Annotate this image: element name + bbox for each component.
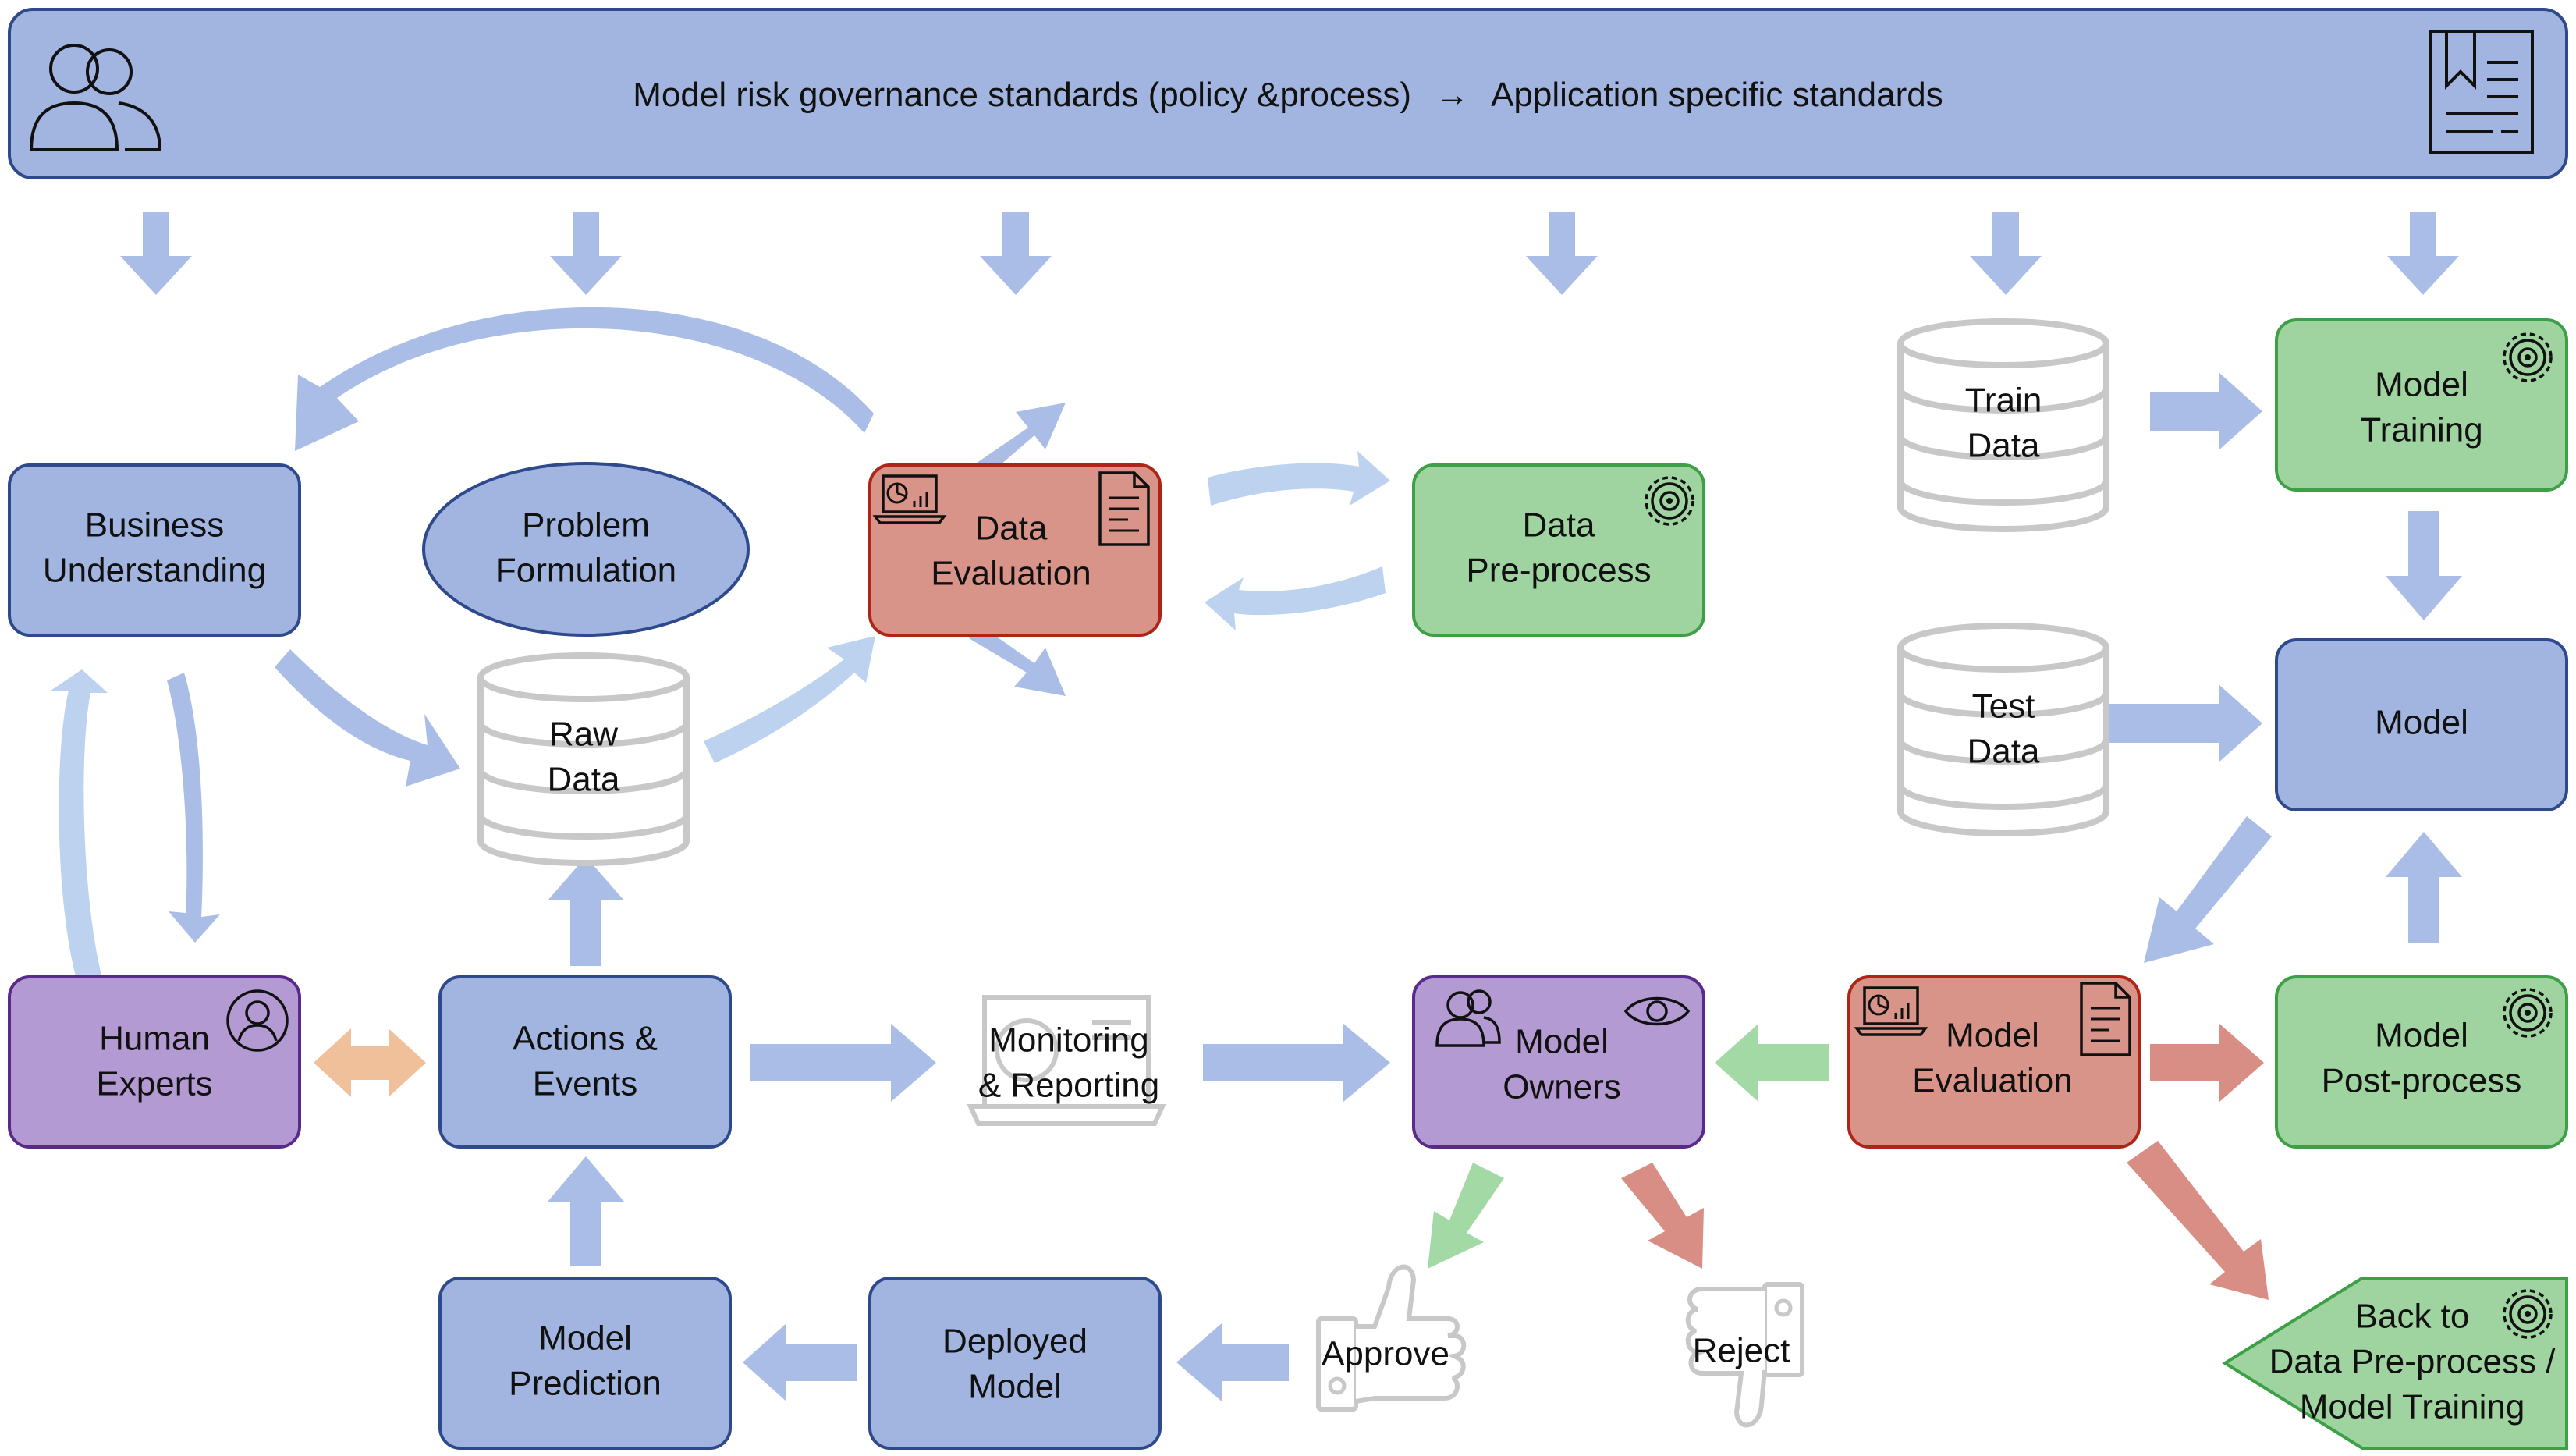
arrow-evaluation-to-postprocess <box>2150 1024 2264 1102</box>
svg-text:Data: Data <box>975 510 1048 548</box>
curve-arrow-rawdata-to-dataeval <box>704 636 875 763</box>
svg-text:Model: Model <box>2375 1017 2468 1055</box>
svg-text:Data: Data <box>1967 733 2040 771</box>
arrow-prediction-to-actions <box>548 1156 624 1266</box>
governance-banner: Model risk governance standards (policy … <box>8 8 2568 179</box>
curve-arrow-dataeval-to-preprocess <box>1208 451 1390 506</box>
model-node: Model <box>2275 638 2568 811</box>
arrow-actions-to-rawdata <box>548 857 624 966</box>
svg-text:Training: Training <box>2360 411 2482 449</box>
monitoring-reporting-node: Monitoring & Reporting <box>967 995 1166 1126</box>
model-prediction-node: Model Prediction <box>438 1277 732 1450</box>
svg-text:Deployed: Deployed <box>942 1323 1088 1361</box>
arrow-evaluation-to-backto <box>2127 1141 2269 1300</box>
svg-text:Monitoring: Monitoring <box>988 1021 1148 1060</box>
actions-events-node: Actions & Events <box>438 975 732 1149</box>
banner-text: Model risk governance standards (policy … <box>633 76 1943 114</box>
arrow-model-to-evaluation <box>2144 816 2272 963</box>
arrow-approve-to-deployed <box>1176 1323 1289 1401</box>
people-icon <box>29 44 162 151</box>
problem-formulation-node: Problem Formulation <box>422 462 750 637</box>
thumbs-up-icon <box>1316 1264 1467 1412</box>
svg-text:Understanding: Understanding <box>43 552 266 590</box>
svg-text:Pre-process: Pre-process <box>1466 552 1651 590</box>
data-evaluation-node: Data Evaluation <box>868 463 1162 637</box>
arrow-actions-to-monitoring <box>750 1024 936 1102</box>
model-evaluation-node: Model Evaluation <box>1847 975 2141 1149</box>
svg-text:Model Training: Model Training <box>2300 1388 2525 1426</box>
arrow-test-to-model <box>2103 685 2262 762</box>
arrow-training-to-model <box>2386 511 2462 620</box>
model-training-node: Model Training <box>2275 318 2568 492</box>
approve-node: Approve <box>1316 1264 1467 1412</box>
arrow-deployed-to-prediction <box>743 1323 857 1401</box>
svg-text:Test: Test <box>1972 687 2035 726</box>
svg-text:Experts: Experts <box>96 1065 212 1103</box>
svg-text:Data: Data <box>548 761 620 799</box>
svg-text:& Reporting: & Reporting <box>978 1067 1159 1105</box>
reject-node: Reject <box>1685 1282 1804 1428</box>
curve-arrow-business-to-rawdata <box>275 649 460 787</box>
down-arrow <box>2387 212 2459 295</box>
svg-text:Data: Data <box>1523 506 1595 545</box>
arrow-owners-to-reject <box>1621 1163 1704 1269</box>
down-arrow <box>980 212 1052 295</box>
svg-text:Model: Model <box>2375 366 2468 404</box>
feedback-arc-arrow <box>295 307 874 451</box>
deployed-model-node: Deployed Model <box>868 1277 1162 1450</box>
svg-text:Formulation: Formulation <box>495 552 676 590</box>
back-to-node: Back to Data Pre-process / Model Trainin… <box>2222 1277 2568 1450</box>
svg-text:Evaluation: Evaluation <box>931 555 1091 593</box>
svg-text:Model: Model <box>968 1368 1062 1406</box>
svg-text:Events: Events <box>533 1065 638 1103</box>
arc-arrow-experts-to-business <box>51 669 108 979</box>
arrow-owners-to-approve <box>1428 1163 1504 1269</box>
svg-text:Model: Model <box>538 1319 632 1358</box>
svg-text:Model: Model <box>2375 704 2468 742</box>
arrow-postprocess-to-model <box>2386 832 2462 943</box>
svg-text:Data: Data <box>1967 427 2040 465</box>
curve-arrow-preprocess-to-dataeval <box>1205 566 1386 630</box>
svg-text:Data Pre-process /: Data Pre-process / <box>2269 1343 2556 1381</box>
arc-arrow-business-to-experts <box>167 673 220 943</box>
model-postprocess-node: Model Post-process <box>2275 975 2568 1149</box>
document-icon <box>2429 30 2534 154</box>
standards-arrows <box>120 212 2459 295</box>
svg-text:Post-process: Post-process <box>2322 1062 2522 1100</box>
down-arrow <box>550 212 622 295</box>
train-data-node: Train Data <box>1900 321 2106 529</box>
svg-text:Business: Business <box>85 506 225 545</box>
down-arrow <box>1526 212 1598 295</box>
svg-text:Model: Model <box>1946 1017 2039 1055</box>
down-arrow <box>120 212 192 295</box>
svg-text:Raw: Raw <box>549 716 618 754</box>
svg-text:Model: Model <box>1515 1023 1609 1061</box>
svg-text:Human: Human <box>99 1020 210 1058</box>
business-understanding-node: Business Understanding <box>8 463 301 637</box>
svg-text:Problem: Problem <box>522 506 650 545</box>
down-arrow <box>1970 212 2042 295</box>
svg-text:Train: Train <box>1965 382 2042 420</box>
arrow-monitoring-to-owners <box>1203 1024 1390 1102</box>
arrow-train-to-modeltraining <box>2150 373 2262 449</box>
arrow-preprocess-to-test <box>969 623 1066 696</box>
arrow-evaluation-to-owners <box>1715 1024 1829 1102</box>
svg-text:Approve: Approve <box>1322 1335 1449 1373</box>
svg-text:Reject: Reject <box>1693 1332 1790 1370</box>
thumbs-down-icon <box>1685 1282 1804 1428</box>
svg-text:Actions &: Actions & <box>513 1020 658 1058</box>
svg-text:Back to: Back to <box>2355 1298 2470 1336</box>
svg-text:Owners: Owners <box>1503 1068 1621 1106</box>
svg-text:Evaluation: Evaluation <box>1912 1062 2072 1100</box>
human-experts-node: Human Experts <box>8 975 301 1149</box>
raw-data-node: Raw Data <box>481 655 687 863</box>
model-owners-node: Model Owners <box>1412 975 1705 1149</box>
test-data-node: Test Data <box>1900 626 2106 833</box>
data-preprocess-node: Data Pre-process <box>1412 463 1705 637</box>
arrow-experts-actions <box>314 1028 426 1097</box>
svg-text:Prediction: Prediction <box>509 1365 662 1403</box>
